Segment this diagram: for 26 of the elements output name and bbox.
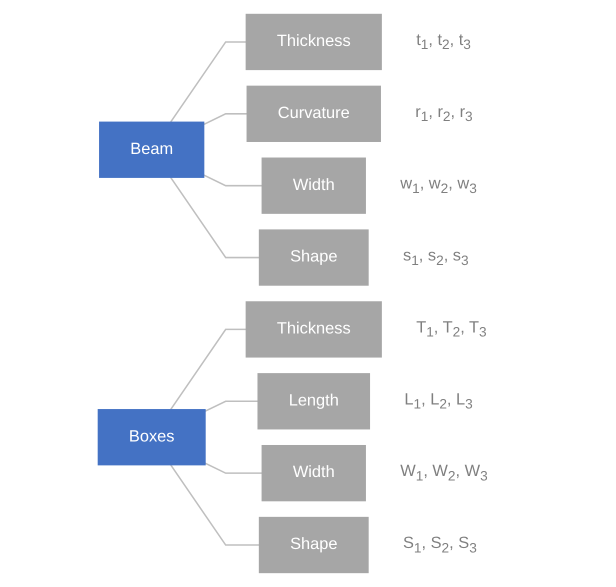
node-box: Length [257, 373, 370, 430]
node-label: L$_{1}$, L$_{2}$, L$_{3}$ [404, 390, 472, 412]
connector [170, 176, 260, 258]
node-label: t$_{1}$, t$_{2}$, t$_{3}$ [416, 32, 471, 52]
node-box: Curvature [246, 86, 381, 142]
node-label: S$_{1}$, S$_{2}$, S$_{3}$ [402, 534, 476, 556]
connector [204, 462, 262, 474]
connector [170, 328, 246, 410]
node-box: Shape [258, 516, 368, 574]
connector [204, 400, 258, 412]
node-box: Beam [98, 122, 204, 178]
node-box: Width [261, 158, 366, 214]
connector [170, 41, 246, 123]
node-box: Thickness [245, 301, 382, 358]
node-label: r$_{1}$, r$_{2}$, r$_{3}$ [414, 104, 472, 124]
node-box: Shape [258, 229, 368, 286]
node-label: W$_{1}$, W$_{2}$, W$_{3}$ [400, 462, 488, 484]
node-box: Boxes [97, 409, 206, 466]
connector [203, 113, 247, 126]
node-label: T$_{1}$, T$_{2}$, T$_{3}$ [416, 319, 486, 340]
connector [203, 174, 262, 186]
node-box: Width [261, 445, 366, 502]
node-label: s$_{1}$, s$_{2}$, s$_{3}$ [402, 247, 468, 268]
node-label: w$_{1}$, w$_{2}$, w$_{3}$ [400, 175, 476, 196]
node-box: Thickness [245, 14, 382, 70]
connector [170, 464, 260, 546]
